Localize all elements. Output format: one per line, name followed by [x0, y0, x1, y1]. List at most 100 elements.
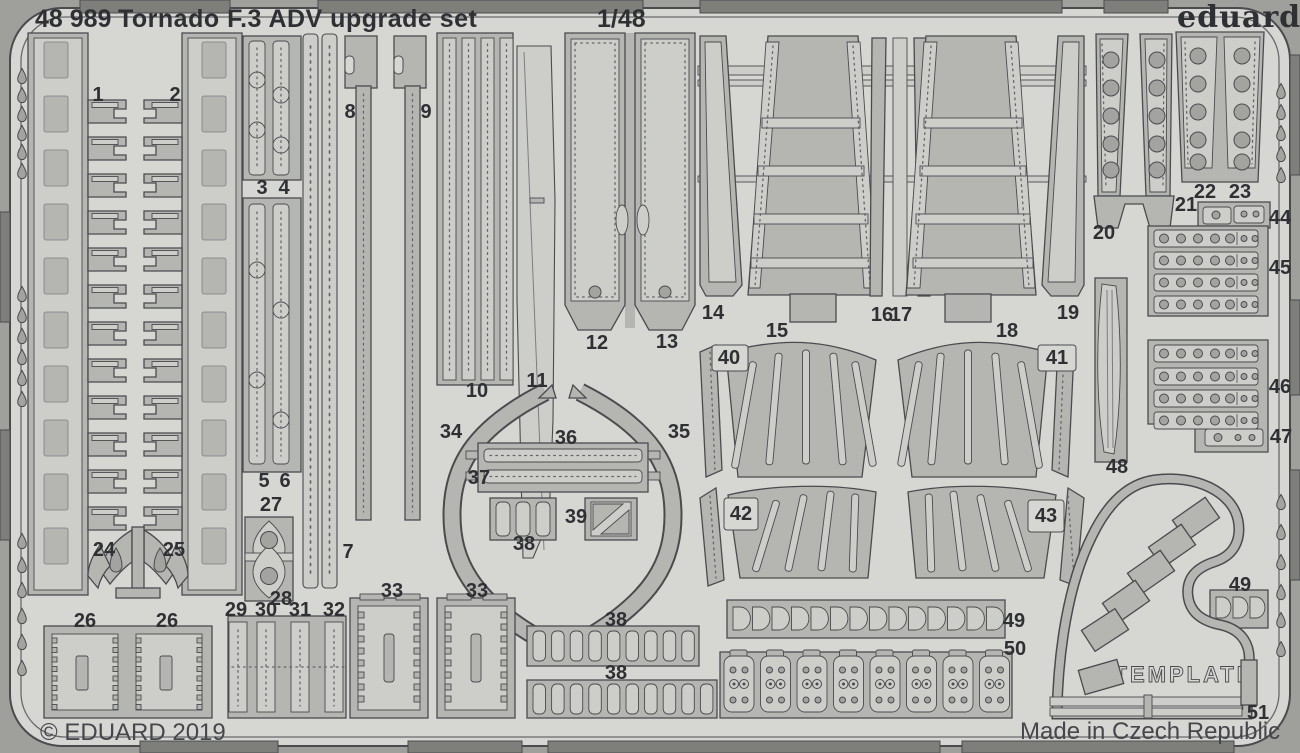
part-label-38: 38 [604, 662, 628, 684]
part-label-45: 45 [1268, 257, 1292, 279]
label-notch-42 [723, 497, 759, 531]
part-group-template: TEMPLATE [1051, 473, 1255, 720]
part-label-11: 11 [526, 370, 548, 392]
part-label-25: 25 [162, 539, 186, 561]
cross-strips [697, 65, 1087, 183]
part-label-7: 7 [342, 541, 354, 563]
origin-text: Made in Czech Republic [1020, 718, 1281, 745]
product-title: Tornado F.3 ADV upgrade set [118, 5, 478, 33]
part-label-4: 4 [278, 177, 290, 199]
part-label-6: 6 [279, 470, 291, 492]
part-label-29: 29 [224, 599, 248, 621]
label-notch-40 [711, 344, 749, 372]
part-group-29-32 [227, 615, 347, 719]
part-group-38-row2 [526, 679, 718, 719]
part-label-40: 40 [717, 347, 741, 369]
brand-logo: eduard [1177, 0, 1300, 35]
part-group-34-35 [442, 383, 683, 651]
part-label-32: 32 [322, 599, 346, 621]
part-group-27-28 [244, 516, 294, 602]
part-group-22-23 [1175, 31, 1265, 183]
part-group-10 [436, 32, 514, 386]
part-group-45 [1147, 225, 1269, 317]
part-group-38-center [489, 497, 557, 541]
part-group-49 [726, 599, 1006, 639]
part-group-51 [1049, 659, 1258, 719]
part-label-13: 13 [655, 331, 679, 353]
part-group-14-19 [699, 35, 1085, 323]
label-notch-43 [1027, 499, 1065, 533]
part-label-2: 2 [169, 84, 181, 106]
part-label-24: 24 [92, 539, 116, 561]
part-group-39 [584, 497, 638, 541]
part-label-49: 49 [1228, 574, 1252, 596]
part-label-22: 22 [1193, 181, 1217, 203]
part-group-7 [302, 33, 338, 589]
part-label-3: 3 [256, 177, 268, 199]
part-label-39: 39 [564, 506, 588, 528]
part-label-1: 1 [92, 84, 104, 106]
part-group-46-47 [1147, 339, 1269, 453]
part-label-34: 34 [439, 421, 463, 443]
part-label-14: 14 [701, 302, 725, 324]
part-group-41 [897, 341, 1075, 478]
part-group-3-4 [242, 35, 302, 181]
part-label-51: 51 [1246, 702, 1270, 724]
label-notch-41 [1037, 344, 1077, 372]
part-label-28: 28 [269, 588, 293, 610]
part-group-33 [349, 593, 516, 719]
part-label-50: 50 [1003, 638, 1027, 660]
part-group-38-row1 [526, 625, 700, 667]
part-group-20-21 [1093, 33, 1175, 229]
part-label-8: 8 [344, 101, 356, 123]
part-label-5: 5 [258, 470, 270, 492]
part-label-33: 33 [380, 580, 404, 602]
scale-label: 1/48 [597, 5, 646, 33]
copyright-text: © EDUARD 2019 [40, 719, 226, 746]
part-label-43: 43 [1034, 505, 1058, 527]
part-group-12-13 [564, 32, 696, 331]
part-label-48: 48 [1105, 456, 1129, 478]
part-label-35: 35 [667, 421, 691, 443]
part-group-42 [699, 485, 877, 587]
part-label-12: 12 [585, 332, 609, 354]
part-label-33: 33 [465, 580, 489, 602]
part-label-38: 38 [512, 533, 536, 555]
part-label-15: 15 [765, 320, 789, 342]
part-group-26 [43, 625, 213, 719]
part-label-27: 27 [259, 494, 283, 516]
part-group-1-2 [27, 32, 243, 596]
part-label-46: 46 [1268, 376, 1292, 398]
part-group-5-6 [242, 197, 302, 473]
part-label-20: 20 [1092, 222, 1116, 244]
part-label-16: 16 [870, 304, 894, 326]
part-label-23: 23 [1228, 181, 1252, 203]
part-label-26: 26 [73, 610, 97, 632]
part-label-42: 42 [729, 503, 753, 525]
part-group-24-25 [87, 526, 189, 599]
part-label-30: 30 [254, 599, 278, 621]
catalog-number: 48 989 [35, 5, 112, 33]
part-label-41: 41 [1045, 347, 1069, 369]
part-label-49: 49 [1002, 610, 1026, 632]
part-label-38: 38 [604, 609, 628, 631]
part-label-36: 36 [554, 427, 578, 449]
part-label-21: 21 [1174, 194, 1198, 216]
part-label-26: 26 [155, 610, 179, 632]
part-label-17: 17 [889, 304, 913, 326]
part-label-47: 47 [1269, 426, 1293, 448]
part-group-50 [719, 649, 1013, 719]
part-group-48 [1094, 277, 1128, 463]
part-label-37: 37 [467, 467, 491, 489]
part-label-10: 10 [465, 380, 489, 402]
template-label: TEMPLATE [1114, 662, 1255, 687]
part-label-19: 19 [1056, 302, 1080, 324]
part-group-36-37 [465, 442, 661, 493]
part-label-31: 31 [288, 599, 312, 621]
part-label-18: 18 [995, 320, 1019, 342]
part-group-40 [699, 341, 877, 478]
part-group-44 [1197, 201, 1271, 229]
